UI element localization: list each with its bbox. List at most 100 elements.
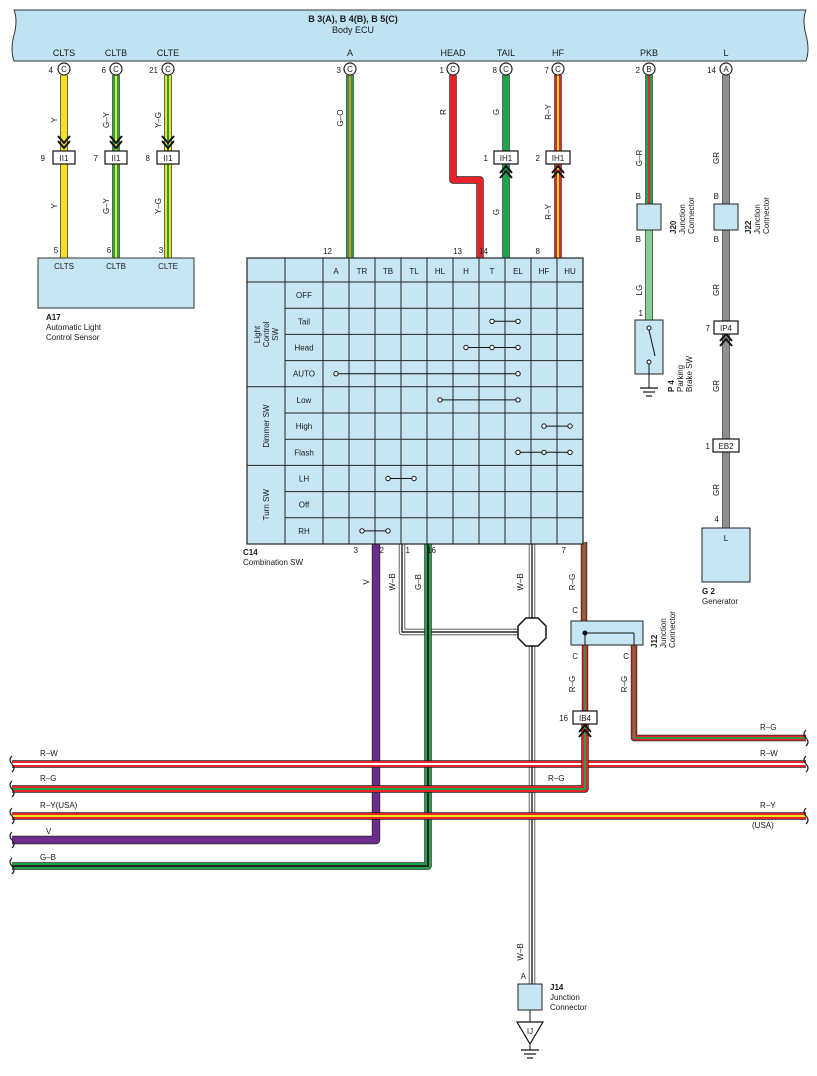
- ecu-pin-clte-num: 21: [149, 66, 158, 75]
- svg-text:R–Y(USA): R–Y(USA): [40, 801, 78, 810]
- c14-pin-hl: 16: [427, 546, 436, 555]
- svg-text:G: G: [492, 209, 501, 215]
- svg-text:R–W: R–W: [40, 749, 58, 758]
- body-ecu: B 3(A), B 4(B), B 5(C) Body ECU: [11, 9, 809, 62]
- connector-ih1-hf: [545, 150, 571, 165]
- svg-text:(USA): (USA): [752, 821, 774, 830]
- svg-text:W–B: W–B: [516, 943, 525, 960]
- svg-text:7: 7: [706, 324, 711, 333]
- svg-text:Dimmer SW: Dimmer SW: [262, 404, 271, 448]
- svg-text:G–Y: G–Y: [102, 197, 111, 214]
- svg-text:Junction: Junction: [678, 204, 687, 234]
- c14-contact-head: [463, 344, 521, 351]
- c14-pin-hf: 8: [536, 247, 541, 256]
- ecu-pin-head-num: 1: [440, 66, 445, 75]
- svg-text:Y–G: Y–G: [154, 112, 163, 128]
- c14-row-tail: Tail: [298, 317, 310, 326]
- svg-text:IH1: IH1: [500, 154, 513, 163]
- svg-text:6: 6: [107, 246, 112, 255]
- c14-code: C14: [243, 548, 258, 557]
- chevron-down-icon: [57, 135, 71, 150]
- svg-text:EB2: EB2: [718, 442, 734, 451]
- svg-text:5: 5: [54, 246, 59, 255]
- svg-text:Control Sensor: Control Sensor: [46, 333, 100, 342]
- svg-text:Junction: Junction: [753, 204, 762, 234]
- svg-text:W–B: W–B: [388, 573, 397, 590]
- ground-terminal-icon: [515, 1021, 545, 1046]
- connector-eb2: [712, 438, 740, 453]
- c14-row-flash: Flash: [294, 448, 314, 457]
- svg-text:W–B: W–B: [516, 573, 525, 590]
- wire-break-icon: [9, 755, 15, 773]
- ecu-pin-a-label: A: [347, 48, 353, 58]
- svg-text:P 4: P 4: [667, 380, 676, 392]
- svg-text:V: V: [46, 827, 52, 836]
- c14-contact-tail: [489, 318, 521, 324]
- c14-col-hf: HF: [539, 267, 550, 276]
- wire-tr-v: [12, 542, 381, 845]
- c14-col-a: A: [333, 267, 339, 276]
- ecu-pin-l-num: 14: [707, 66, 716, 75]
- svg-text:4: 4: [715, 515, 720, 524]
- wire-break-icon: [9, 857, 15, 875]
- c14-col-tr: TR: [357, 267, 368, 276]
- svg-text:LG: LG: [635, 285, 644, 296]
- wire-tb-wb: [398, 542, 518, 636]
- svg-text:1: 1: [706, 442, 711, 451]
- ecu-pin-head-label: HEAD: [440, 48, 466, 58]
- svg-text:R–Y: R–Y: [760, 801, 776, 810]
- svg-text:Connector: Connector: [687, 197, 696, 234]
- wire-tl-gb: [12, 542, 432, 870]
- svg-text:Junction: Junction: [550, 993, 580, 1002]
- svg-text:G–B: G–B: [414, 574, 423, 590]
- svg-text:R–Y: R–Y: [544, 104, 553, 120]
- svg-text:GR: GR: [712, 152, 721, 164]
- ecu-pin-hf-num: 7: [545, 66, 550, 75]
- wire-break-icon: [9, 780, 15, 798]
- chevron-up-icon: [578, 723, 592, 738]
- c14-name: Combination SW: [243, 558, 303, 567]
- svg-text:Connector: Connector: [550, 1003, 587, 1012]
- a17-code: A17: [46, 313, 61, 322]
- ecu-name: Body ECU: [332, 25, 374, 35]
- svg-text:R–G: R–G: [620, 676, 629, 692]
- connector-ib4: [572, 710, 598, 725]
- ecu-pin-cltb-num: 6: [102, 66, 107, 75]
- wire-break-icon: [803, 755, 809, 773]
- svg-text:J20: J20: [669, 220, 678, 234]
- c14-row-off: OFF: [296, 291, 312, 300]
- ecu-pin-clts-label: CLTS: [53, 48, 75, 58]
- svg-text:IJ: IJ: [527, 1027, 533, 1036]
- c14-pin-h: 13: [453, 247, 462, 256]
- c14-contact-rh: [359, 528, 391, 534]
- c14-contact-high: [541, 423, 573, 429]
- svg-text:Connector: Connector: [762, 197, 771, 234]
- c14-pin-a: 12: [323, 247, 332, 256]
- svg-text:C: C: [623, 652, 629, 661]
- bus-labels: R–W R–W R–G R–G R–G R–Y(USA) R–Y (USA) V…: [40, 723, 778, 862]
- svg-text:A: A: [521, 972, 527, 981]
- chevron-down-icon: [161, 135, 175, 150]
- c14-col-hu: HU: [564, 267, 576, 276]
- svg-text:R–G: R–G: [568, 574, 577, 590]
- c14-row-off: Off: [299, 501, 310, 510]
- wire-head: [449, 75, 484, 258]
- ecu-pin-pkb-num: 2: [636, 66, 641, 75]
- wire-break-icon: [803, 807, 809, 825]
- svg-text:G–O: G–O: [336, 110, 345, 127]
- j20-junction-connector: B B J20 Junction Connector: [636, 192, 696, 244]
- wire-layer: [9, 75, 809, 984]
- c14-col-tb: TB: [383, 267, 393, 276]
- ecu-pin-cltb-label: CLTB: [105, 48, 127, 58]
- c14-pin-tl: 1: [406, 546, 411, 555]
- svg-text:II1: II1: [164, 154, 173, 163]
- ecu-pin-cltb-conn: C: [113, 65, 119, 74]
- svg-text:G 2: G 2: [702, 587, 715, 596]
- svg-text:J12: J12: [650, 634, 659, 648]
- ecu-pin-pkb-conn: B: [646, 65, 651, 74]
- svg-text:G: G: [492, 109, 501, 115]
- c14-group-label: Dimmer SW: [262, 404, 271, 448]
- svg-text:J22: J22: [744, 220, 753, 234]
- svg-text:Control: Control: [262, 321, 271, 347]
